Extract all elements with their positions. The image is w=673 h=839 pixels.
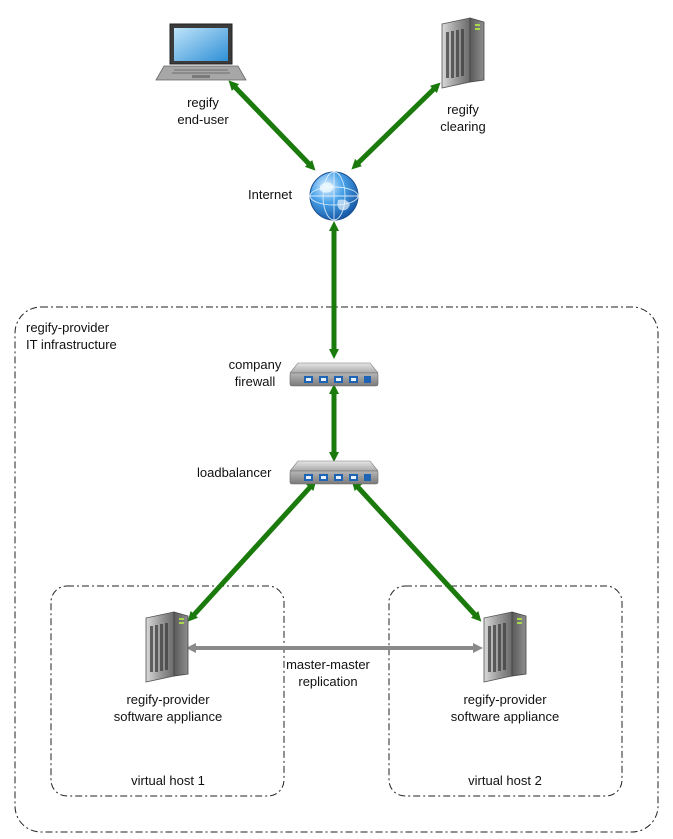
link-clearing-internet (351, 82, 441, 170)
appliance-1-label: regify-provider software appliance (98, 691, 238, 725)
virtual-host-1-boundary (50, 585, 285, 797)
replication-label: master-master replication (273, 656, 383, 690)
loadbalancer-label: loadbalancer (197, 465, 272, 480)
server-icon (483, 611, 527, 683)
appliance-2-label-line1: regify-provider (463, 692, 547, 707)
end-user-label: regify end-user (158, 94, 248, 128)
link-loadbalancer-appliance-1 (187, 480, 317, 622)
replication-label-line1: master-master (286, 657, 370, 672)
laptop-icon (155, 23, 247, 81)
clearing-label-line1: regify (447, 102, 479, 117)
server-icon (441, 17, 485, 89)
clearing-label: regify clearing (418, 101, 508, 135)
clearing-label-line2: clearing (440, 119, 486, 134)
appliance-1-label-line2: software appliance (113, 709, 223, 724)
internet-label: Internet (248, 187, 293, 202)
replication-label-line2: replication (298, 674, 358, 689)
virtual-host-2-label: virtual host 2 (468, 773, 542, 788)
link-loadbalancer-appliance-2 (351, 480, 482, 622)
globe-icon (309, 171, 359, 221)
appliance-1-label-line1: regify-provider (126, 692, 210, 707)
appliance-2-label-line2: software appliance (450, 709, 560, 724)
end-user-label-line1: regify (187, 95, 219, 110)
network-switch-icon (289, 460, 379, 485)
link-enduser-internet (228, 80, 316, 171)
firewall-label-line1: company (228, 357, 282, 372)
server-icon (145, 611, 189, 683)
appliance-2-label: regify-provider software appliance (435, 691, 575, 725)
virtual-host-2-boundary (388, 585, 623, 797)
end-user-label-line2: end-user (177, 112, 229, 127)
firewall-label: company firewall (200, 356, 310, 390)
virtual-host-1-label: virtual host 1 (131, 773, 205, 788)
firewall-label-line2: firewall (234, 374, 276, 389)
provider-infrastructure-label-line2: IT infrastructure (26, 337, 117, 352)
provider-infrastructure-label: regify-provider IT infrastructure (26, 319, 117, 353)
provider-infrastructure-label-line1: regify-provider (26, 320, 110, 335)
